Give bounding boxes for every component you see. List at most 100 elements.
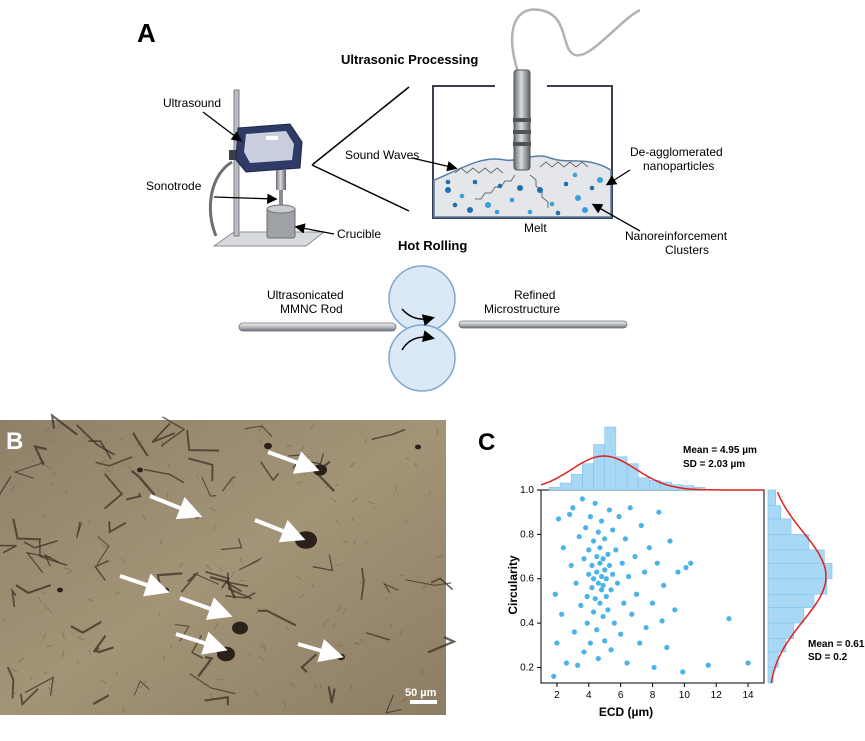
grain-boundary: [189, 673, 236, 695]
upper-roller-arrow: [401, 308, 435, 327]
grain-boundary: [238, 557, 262, 571]
scatter-point: [638, 522, 644, 529]
lamella: [372, 507, 376, 509]
scatter-point: [726, 616, 732, 622]
grain-boundary: [201, 476, 217, 497]
label-refined-2: Microstructure: [484, 302, 560, 316]
lamella: [141, 513, 147, 521]
scatter-point: [606, 562, 613, 569]
grain-boundary: [225, 592, 256, 599]
probe-ring-3: [513, 142, 531, 146]
nanoparticle: [467, 207, 473, 213]
lamella: [47, 687, 54, 693]
scatter-point: [605, 607, 611, 613]
scatter-point: [610, 571, 616, 577]
label-rod-1: Ultrasonicated: [267, 288, 344, 302]
scatter-point: [592, 500, 598, 506]
lamella: [136, 441, 142, 447]
lamella: [57, 421, 63, 429]
ultrasound-device: [208, 89, 326, 247]
lamella: [359, 638, 365, 643]
x-axis-label: ECD (µm): [599, 705, 653, 719]
scatter-point: [656, 509, 662, 515]
nanoparticle: [527, 209, 533, 215]
lamella: [256, 607, 259, 614]
scatter-point: [637, 640, 643, 646]
label-melt: Melt: [524, 221, 547, 235]
panel-c: C Mean = 4.95 µm SD = 2.03 µm Mean = 0.6…: [478, 426, 865, 719]
lamella: [230, 570, 236, 578]
scale-bar-label: 50 µm: [405, 687, 437, 699]
nanoparticle: [597, 177, 603, 183]
scatter-point: [567, 511, 573, 518]
y-hist-bar: [767, 518, 792, 535]
grain-boundary: [33, 444, 48, 466]
lamella: [216, 679, 224, 681]
lamella: [42, 633, 47, 640]
lamella: [254, 691, 260, 698]
scatter-point: [595, 580, 601, 586]
lamella: [358, 578, 366, 585]
lamella: [126, 465, 132, 469]
lamella: [167, 462, 170, 467]
lamella: [29, 676, 33, 681]
lamella: [259, 644, 267, 651]
scatter-point: [594, 627, 600, 633]
grain-boundary: [75, 521, 83, 539]
rolling-title: Hot Rolling: [398, 238, 467, 253]
arrow-cluster: [591, 203, 641, 232]
lamella: [102, 545, 108, 548]
label-cluster-2: Clusters: [665, 243, 709, 257]
lamella: [428, 491, 432, 496]
label-cluster-1: Nanoreinforcement: [625, 229, 728, 243]
scatter-point: [586, 547, 592, 553]
lamella: [296, 575, 301, 580]
grain-boundary: [360, 567, 365, 600]
lamella: [205, 564, 213, 571]
scatter-point: [554, 640, 560, 646]
grain-boundary: [160, 416, 186, 447]
x-tick-label: 4: [586, 690, 592, 701]
x-hist-bar: [626, 463, 639, 491]
scatter-point: [624, 660, 630, 666]
nanoparticle: [452, 202, 458, 208]
nanoparticle: [509, 197, 515, 203]
zoom-line-bottom: [311, 164, 410, 212]
label-crucible: Crucible: [337, 227, 381, 241]
y-hist-bar: [767, 505, 782, 520]
lamella: [285, 626, 290, 631]
scatter-point: [610, 527, 616, 533]
scatter-point: [600, 556, 606, 562]
lamella: [392, 494, 394, 497]
y-hist-bar: [767, 607, 805, 624]
lamella: [9, 594, 16, 599]
defect-spot: [57, 587, 63, 593]
label-sound-waves: Sound Waves: [345, 148, 419, 162]
lamella: [413, 462, 418, 468]
lamella: [61, 650, 65, 658]
y-hist-bar: [767, 549, 825, 564]
grain-boundary: [382, 582, 399, 593]
scatter-point: [586, 571, 592, 577]
x-hist-bar: [637, 477, 650, 491]
plot-frame: [540, 489, 765, 684]
x-tick-label: 8: [650, 690, 656, 701]
lamella: [12, 691, 17, 696]
x-hist-bar: [593, 444, 606, 491]
y-tick-label: 0.4: [520, 618, 534, 629]
defect-arrow: [254, 518, 306, 543]
y-hist-bar: [767, 651, 779, 668]
grain-boundary: [43, 553, 60, 567]
lamella: [337, 605, 343, 613]
lamella: [412, 641, 415, 644]
scatter-point: [595, 529, 601, 535]
lamella: [262, 642, 266, 649]
lamella: [349, 462, 356, 468]
lamella: [76, 660, 80, 664]
lamella: [258, 438, 263, 444]
nanoparticle: [575, 195, 581, 201]
y-hist-bar: [767, 622, 794, 639]
lamella: [61, 632, 65, 640]
lamella: [180, 562, 183, 568]
